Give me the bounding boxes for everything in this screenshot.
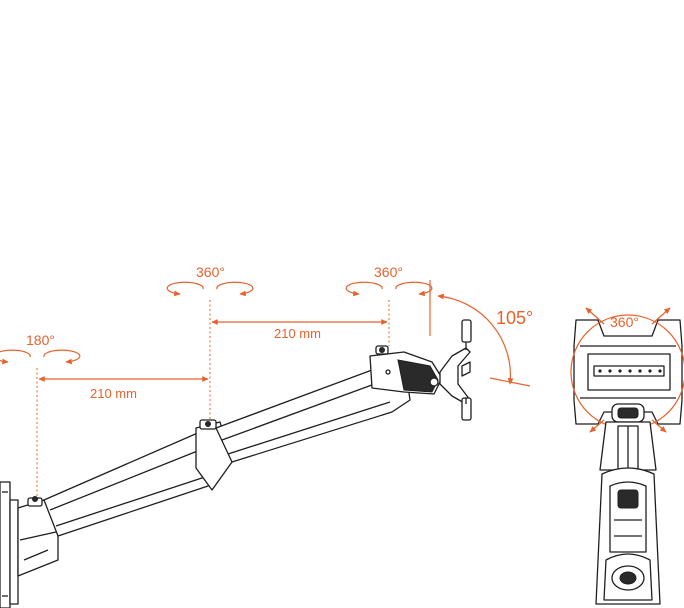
vesa-plate	[573, 319, 683, 425]
front-view: 360°	[570, 307, 684, 605]
side-view: 180° 360° 360° 105° 210 mm 210 mm	[0, 264, 533, 608]
rotation-arrow-head	[345, 281, 433, 297]
wall-plate	[0, 481, 19, 608]
rotation-arrow-wall	[0, 349, 81, 365]
tilt-angle-label: 105°	[496, 308, 533, 328]
rotation-label-elbow: 360°	[196, 264, 225, 280]
rotation-arrow-elbow	[166, 281, 254, 297]
arm-length-label-2: 210 mm	[274, 326, 321, 341]
wall-pivot	[17, 496, 59, 577]
rotation-label-head: 360°	[374, 264, 403, 280]
vesa-holes	[598, 369, 662, 373]
tilt-angle-indicator	[429, 280, 531, 387]
front-arm-body	[595, 403, 661, 605]
vesa-bracket-side	[439, 319, 472, 421]
screen-rotation-label: 360°	[610, 314, 639, 330]
arm-length-label-1: 210 mm	[90, 386, 137, 401]
pivot-guides	[36, 300, 390, 498]
head-joint	[369, 345, 443, 395]
rotation-label-wall: 180°	[26, 332, 55, 348]
